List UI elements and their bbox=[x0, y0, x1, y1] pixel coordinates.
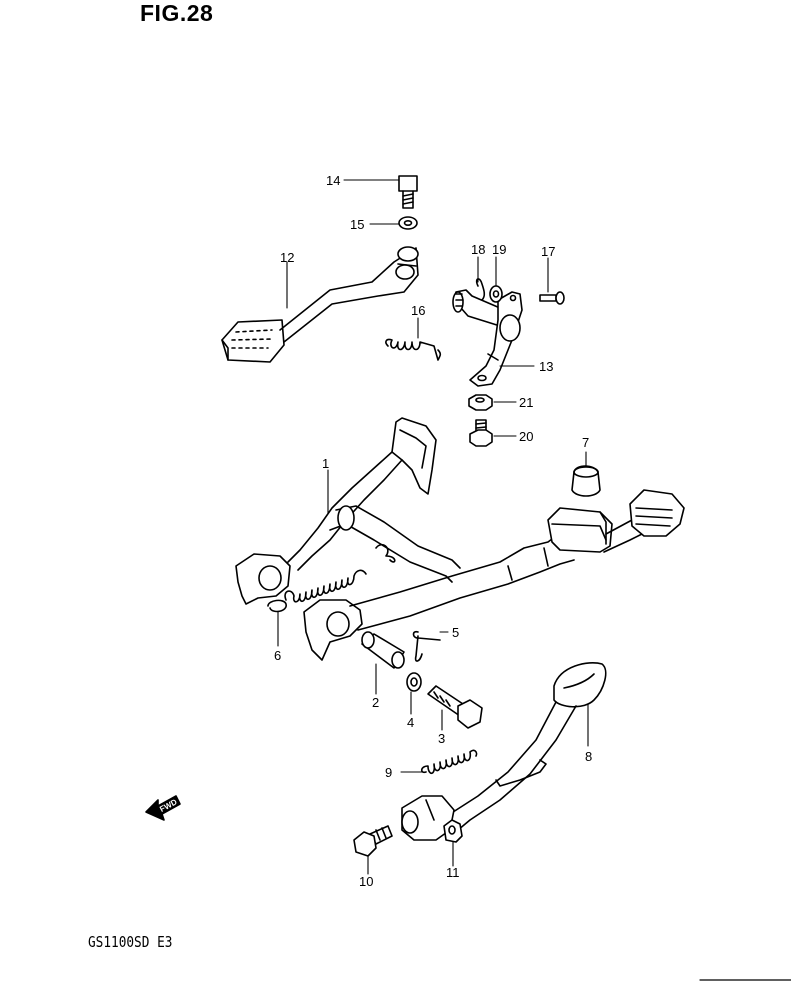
part-12-brake-pedal bbox=[221, 246, 419, 363]
figure-title: FIG.28 bbox=[140, 0, 214, 26]
leader-lines bbox=[277, 179, 589, 875]
part-4-washer bbox=[406, 672, 422, 692]
part-15-washer bbox=[398, 216, 418, 230]
label-9: 9 bbox=[385, 765, 392, 780]
part-7-rubber-cap bbox=[571, 465, 601, 497]
part-14-bolt bbox=[398, 175, 418, 209]
label-3: 3 bbox=[438, 731, 445, 746]
label-4: 4 bbox=[407, 715, 414, 730]
label-2: 2 bbox=[372, 695, 379, 710]
label-13: 13 bbox=[539, 359, 553, 374]
part-3-bolt bbox=[427, 685, 483, 729]
label-18: 18 bbox=[471, 242, 485, 257]
part-2-collar bbox=[361, 631, 405, 669]
label-6: 6 bbox=[274, 648, 281, 663]
label-12: 12 bbox=[280, 250, 294, 265]
fwd-arrow-icon: FWD bbox=[145, 795, 181, 821]
label-21: 21 bbox=[519, 395, 533, 410]
part-5-cotter-pin bbox=[412, 630, 441, 662]
part-8-side-stand bbox=[401, 662, 607, 841]
part-10-bolt bbox=[353, 825, 393, 857]
part-17-pin bbox=[539, 291, 565, 305]
label-1: 1 bbox=[322, 456, 329, 471]
label-16: 16 bbox=[411, 303, 425, 318]
label-10: 10 bbox=[359, 874, 373, 889]
part-6-clip bbox=[267, 599, 287, 613]
label-14: 14 bbox=[326, 173, 340, 188]
part-labels: 14 15 12 18 19 17 16 13 21 20 7 1 5 6 2 … bbox=[274, 173, 592, 889]
label-20: 20 bbox=[519, 429, 533, 444]
stand-spring bbox=[284, 569, 367, 603]
part-18-pin bbox=[475, 278, 486, 301]
label-19: 19 bbox=[492, 242, 506, 257]
part-21-nut bbox=[468, 394, 493, 411]
part-19-washer bbox=[489, 285, 503, 303]
label-15: 15 bbox=[350, 217, 364, 232]
part-13-brake-lever bbox=[452, 289, 523, 387]
label-17: 17 bbox=[541, 244, 555, 259]
part-9-spring bbox=[420, 749, 478, 775]
part-11-nut bbox=[443, 819, 463, 843]
label-11: 11 bbox=[446, 865, 460, 880]
part-16-spring bbox=[385, 338, 442, 361]
model-code: GS1100SD E3 bbox=[88, 933, 173, 951]
label-8: 8 bbox=[585, 749, 592, 764]
label-7: 7 bbox=[582, 435, 589, 450]
part-1-center-stand bbox=[235, 417, 685, 661]
label-5: 5 bbox=[452, 625, 459, 640]
part-20-bolt bbox=[469, 419, 493, 447]
